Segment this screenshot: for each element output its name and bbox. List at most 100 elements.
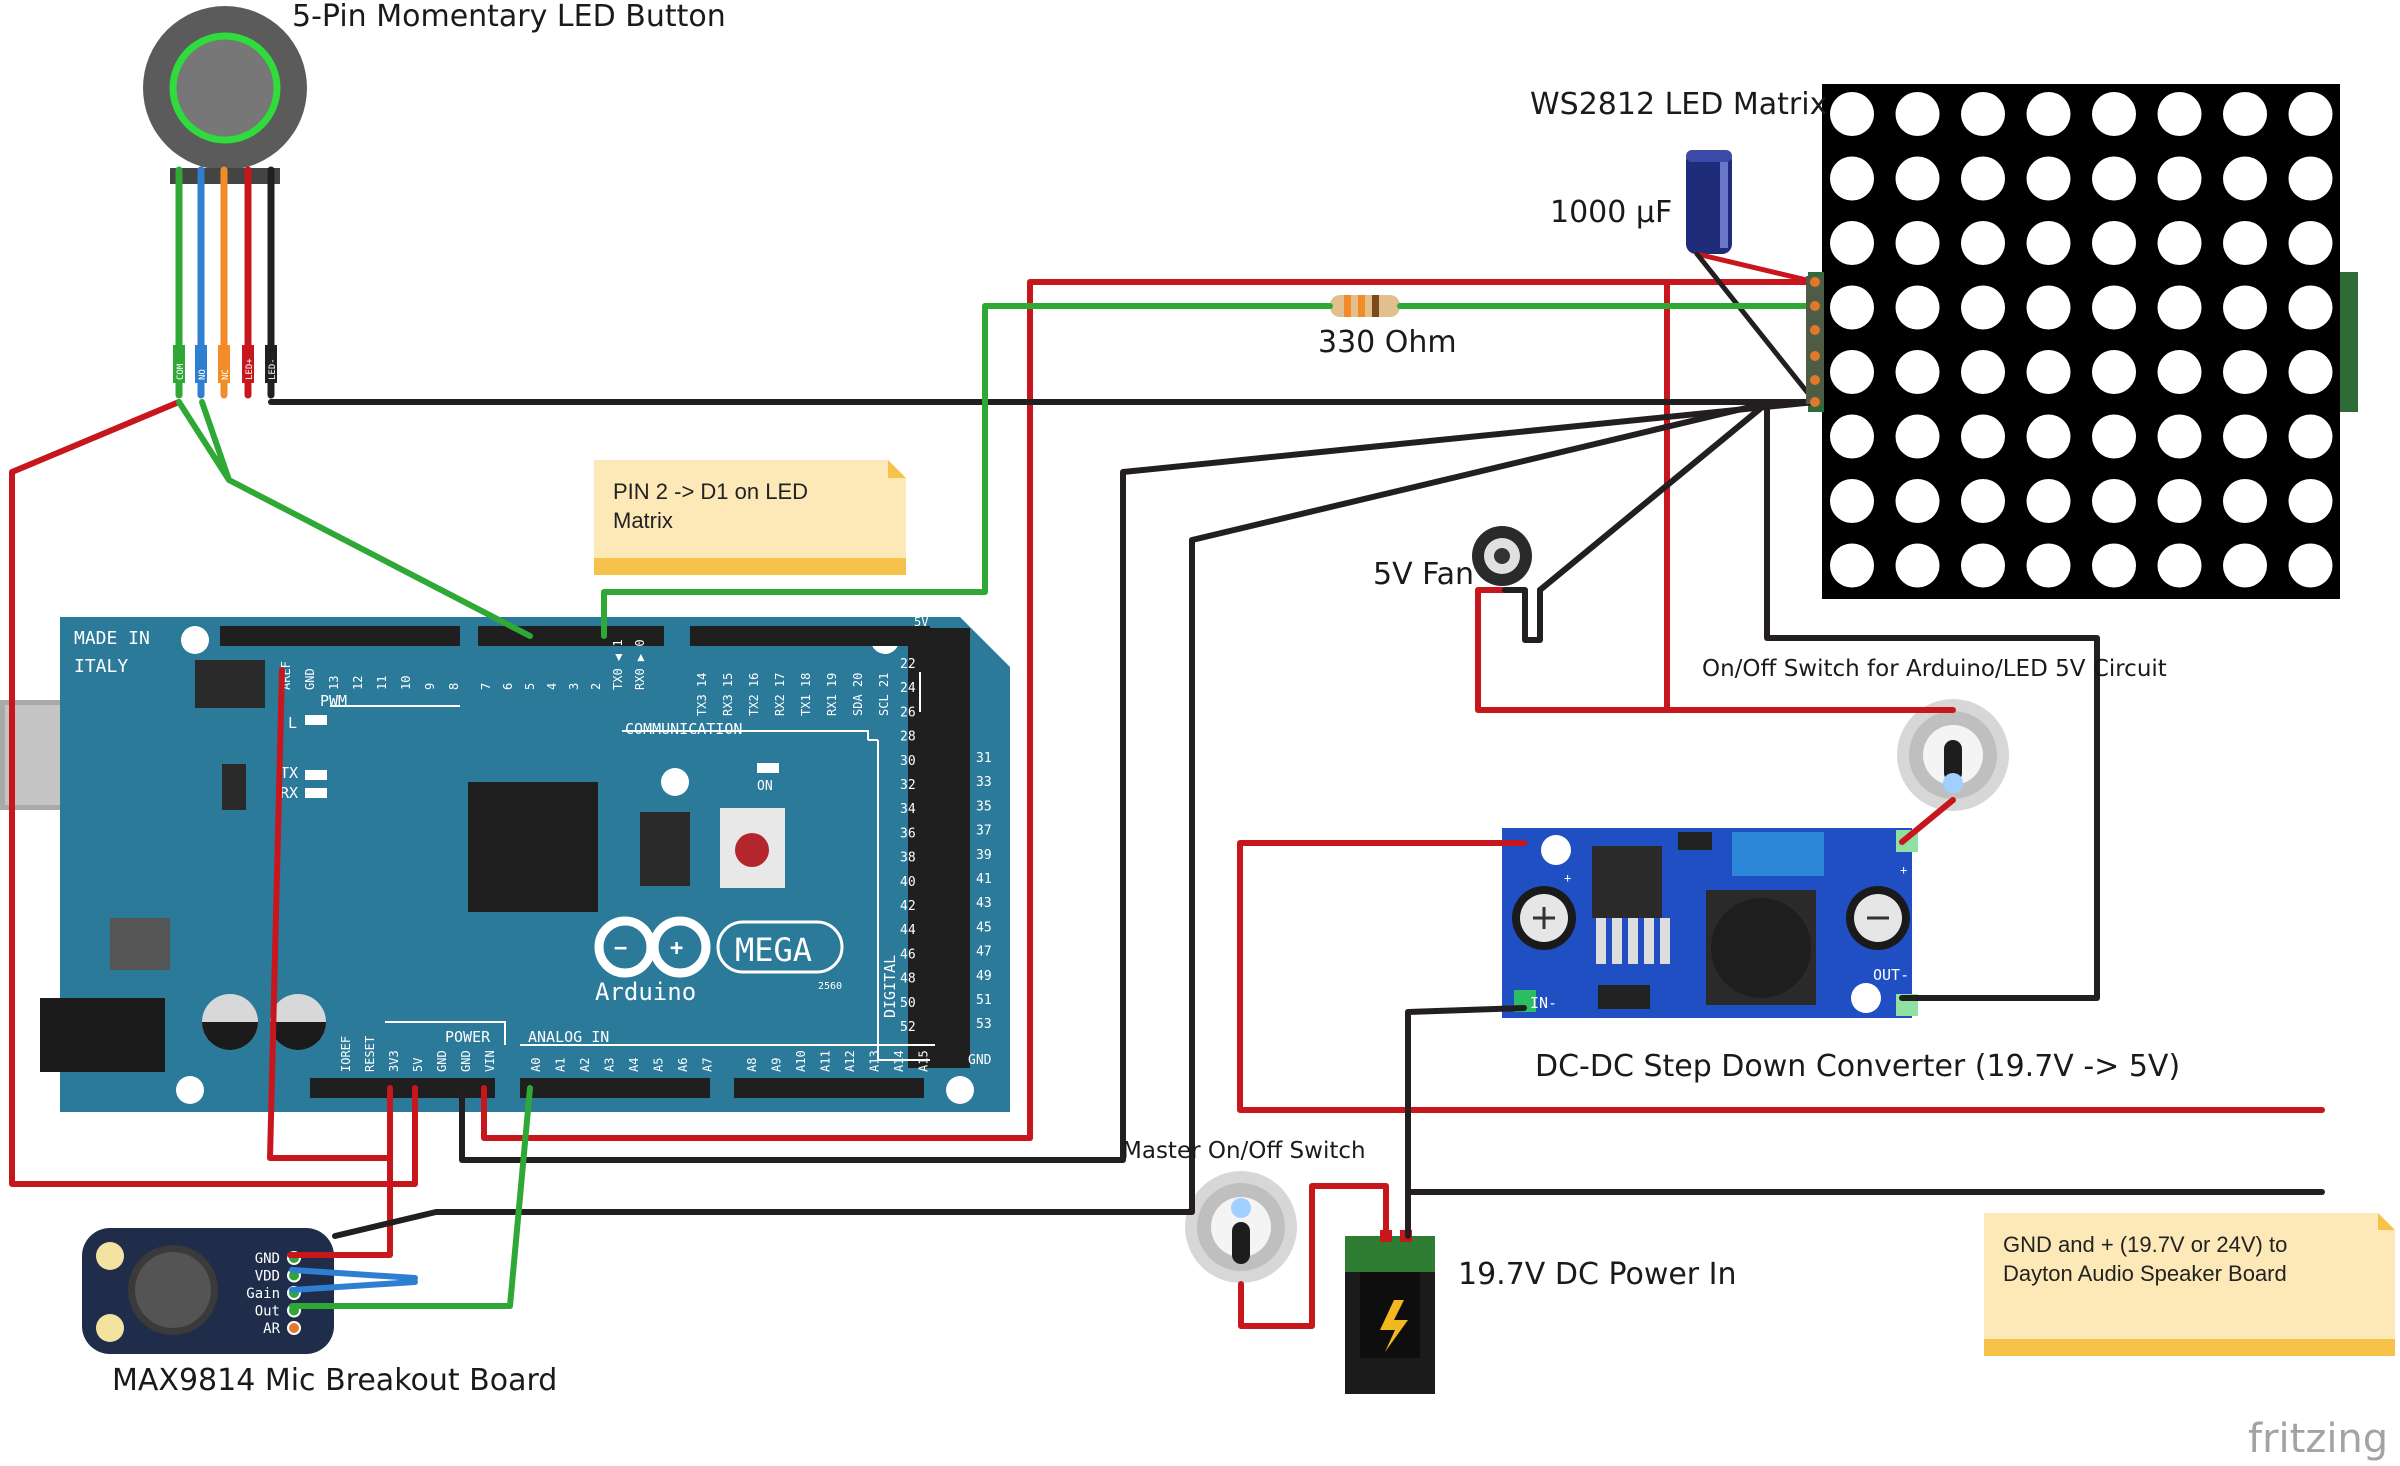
matrix-led (2092, 92, 2136, 136)
resistor-330-ohm (1330, 295, 1400, 317)
analog-pin-label: A9 (770, 1058, 784, 1072)
matrix-led (2026, 156, 2071, 201)
matrix-led (1895, 479, 1940, 523)
matrix-led (1961, 350, 2005, 394)
matrix-led (2288, 285, 2333, 330)
analog-pin-label: A0 (529, 1058, 543, 1072)
digital-pin-number: 38 (900, 851, 916, 866)
analog-pin-label: A7 (701, 1058, 715, 1072)
matrix-led (1830, 543, 1874, 588)
matrix-led (1830, 221, 1874, 265)
analog-pin-label: A15 (917, 1050, 931, 1072)
converter-label: DC-DC Step Down Converter (19.7V -> 5V) (1535, 1049, 2180, 1084)
matrix-led (1895, 414, 1940, 459)
matrix-led (2157, 92, 2202, 136)
comm-pin-label: RX1 19 (825, 673, 839, 716)
matrix-label: WS2812 LED Matrix (1530, 87, 1827, 122)
button-label: 5-Pin Momentary LED Button (292, 0, 726, 34)
digital-pin-number: 51 (976, 993, 992, 1008)
capacitor (1686, 150, 1732, 254)
led-momentary-button[interactable] (143, 6, 307, 184)
converter-plus-left: + (1564, 871, 1571, 885)
matrix-led (2223, 414, 2267, 459)
matrix-led (2157, 221, 2202, 265)
analog-pin-label: A12 (843, 1050, 857, 1072)
digital-pin-label: TX0 ◀ 1 (611, 639, 625, 690)
digital-pin-number: 32 (900, 778, 916, 793)
matrix-led (2026, 221, 2071, 265)
master-toggle-switch[interactable] (1185, 1171, 1297, 1283)
analog-pin-label: A3 (603, 1058, 617, 1072)
digital-pin-number: 24 (900, 681, 916, 696)
matrix-led (1830, 414, 1874, 459)
digital-pin-label: 10 (399, 676, 413, 690)
digital-pin-label: 5 (523, 683, 537, 690)
matrix-led (2288, 414, 2333, 459)
analog-pin-label: A8 (745, 1058, 759, 1072)
fritzing-watermark: fritzing (2248, 1416, 2388, 1462)
power-pin-label: IOREF (339, 1036, 353, 1072)
analog-pin-label: A13 (868, 1050, 882, 1072)
matrix-led (2288, 221, 2333, 265)
matrix-led (2026, 285, 2071, 330)
analog-pin-label: A14 (892, 1050, 906, 1072)
digital-pin-number: 52 (900, 1020, 916, 1035)
matrix-led (1830, 479, 1874, 523)
on-label: ON (757, 779, 773, 794)
right-header-labels: 2224262830323436384042444648505231333537… (900, 657, 992, 1035)
digital-pin-number: 37 (976, 824, 992, 839)
matrix-led (1961, 221, 2005, 265)
switch-5v-label: On/Off Switch for Arduino/LED 5V Circuit (1702, 656, 2167, 682)
comm-pin-label: TX2 16 (747, 673, 761, 716)
button-pin-label: LED+ (245, 358, 255, 380)
analog-pin-label: A1 (554, 1058, 568, 1072)
toggle-switch-5v[interactable] (1897, 699, 2009, 811)
matrix-led (2223, 156, 2267, 201)
pin-note-line2: Matrix (613, 508, 673, 533)
digital-pin-number: 34 (900, 802, 916, 817)
matrix-led (1895, 285, 1940, 330)
converter-out-pin: OUT- (1873, 966, 1909, 984)
digital-pin-label: GND (303, 668, 317, 690)
digital-pin-label: 6 (501, 683, 515, 690)
led-l-label: L (288, 714, 297, 732)
mic-pin-label: GND (255, 1251, 280, 1267)
matrix-led (1830, 92, 1874, 136)
button-pin-tab (218, 345, 230, 383)
matrix-led (1895, 350, 1940, 394)
comm-pin-label: RX2 17 (773, 673, 787, 716)
analog-pin-label: A2 (578, 1058, 592, 1072)
matrix-led (1961, 479, 2005, 523)
pwm-label: PWM (320, 692, 347, 710)
matrix-led (2092, 414, 2136, 459)
digital-pin-label: 8 (447, 683, 461, 690)
matrix-led (2026, 350, 2071, 394)
5v-header-label: 5V (914, 615, 928, 629)
power-in-label: 19.7V DC Power In (1458, 1257, 1737, 1292)
power-pin-label: 5V (411, 1058, 425, 1072)
model-number: 2560 (818, 981, 842, 992)
button-pin-label: NC (221, 369, 231, 380)
digital-label: DIGITAL (881, 955, 899, 1018)
capacitor-label: 1000 µF (1550, 195, 1672, 230)
rx-label: RX (280, 784, 298, 802)
power-pin-label: VIN (483, 1050, 497, 1072)
matrix-led (2157, 543, 2202, 588)
digital-pin-number: 40 (900, 875, 916, 890)
matrix-led (2157, 285, 2202, 330)
matrix-led (1895, 543, 1940, 588)
gnd-header-label: GND (968, 1053, 992, 1068)
analog-pin-label: A11 (819, 1050, 833, 1072)
speaker-note: GND and + (19.7V or 24V) to Dayton Audio… (1984, 1213, 2395, 1356)
power-pin-label: GND (435, 1050, 449, 1072)
digital-pin-label: 2 (589, 683, 603, 690)
digital-pin-number: 50 (900, 996, 916, 1011)
digital-pin-number: 45 (976, 920, 992, 935)
converter-in-pin: IN- (1530, 994, 1557, 1012)
power-label: POWER (445, 1028, 491, 1046)
matrix-led (2092, 156, 2136, 201)
matrix-led (1961, 92, 2005, 136)
